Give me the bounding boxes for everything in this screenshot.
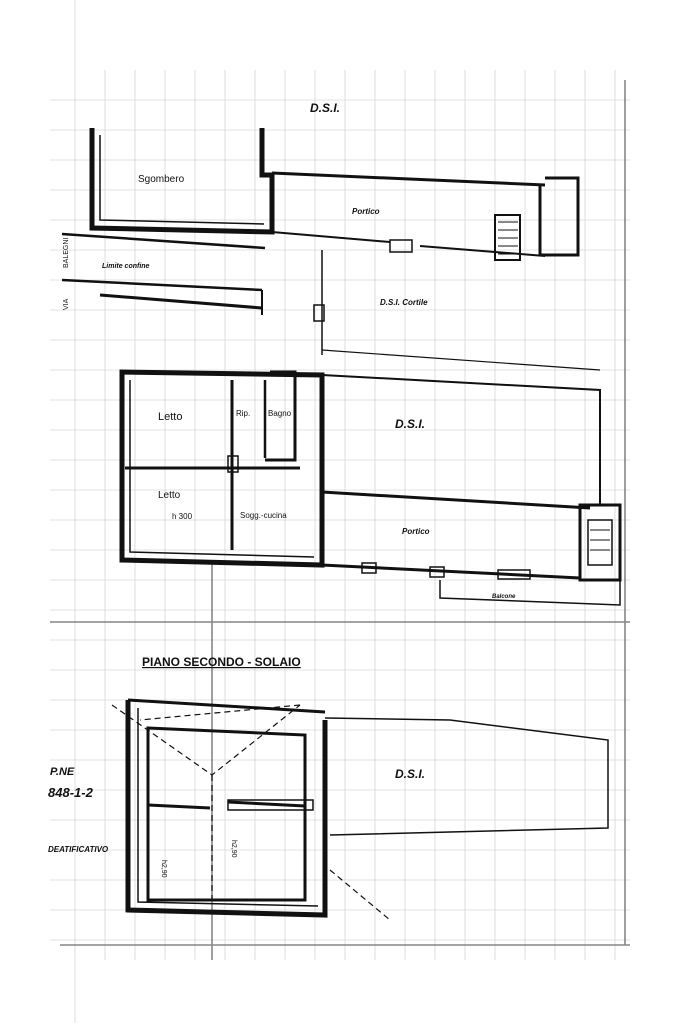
grid-lines <box>50 0 630 1023</box>
left-note-1: P.NE <box>50 766 75 778</box>
room-soggiorno-label: Sogg.-cucina <box>240 511 287 520</box>
room-letto-1-label: Letto <box>158 411 182 423</box>
heavy-grid-lines <box>50 80 630 960</box>
room-sgombero-label: Sgombero <box>138 174 185 185</box>
section-title: PIANO SECONDO - SOLAIO <box>142 655 301 669</box>
upper-plan <box>61 128 622 606</box>
street-name-label: BALEGNI <box>63 238 70 268</box>
middle-dsi-label: D.S.I. <box>395 417 425 431</box>
room-bagno-label: Bagno <box>268 409 292 418</box>
room-letto-2-label: Letto <box>158 490 181 501</box>
room-height-label: h 300 <box>172 512 193 521</box>
street-limit-label: Limite confine <box>102 263 150 270</box>
room-rip-label: Rip. <box>236 409 250 418</box>
lower-dsi-label: D.S.I. <box>395 767 425 781</box>
left-note-2: 848-1-2 <box>48 785 94 800</box>
room-portico-top-label: Portico <box>352 207 380 216</box>
room-balcone-label: Balcone <box>492 594 516 600</box>
height-right-label: h2,90 <box>230 840 237 858</box>
height-left-label: h2,90 <box>160 860 167 878</box>
street-via-label: VIA <box>63 298 70 310</box>
top-dsi-label: D.S.I. <box>310 101 340 115</box>
lower-plan <box>111 698 609 921</box>
left-note-3: DEATIFICATIVO <box>48 845 109 854</box>
room-cortile-label: D.S.I. Cortile <box>380 298 428 307</box>
room-portico-bottom-label: Portico <box>402 527 430 536</box>
